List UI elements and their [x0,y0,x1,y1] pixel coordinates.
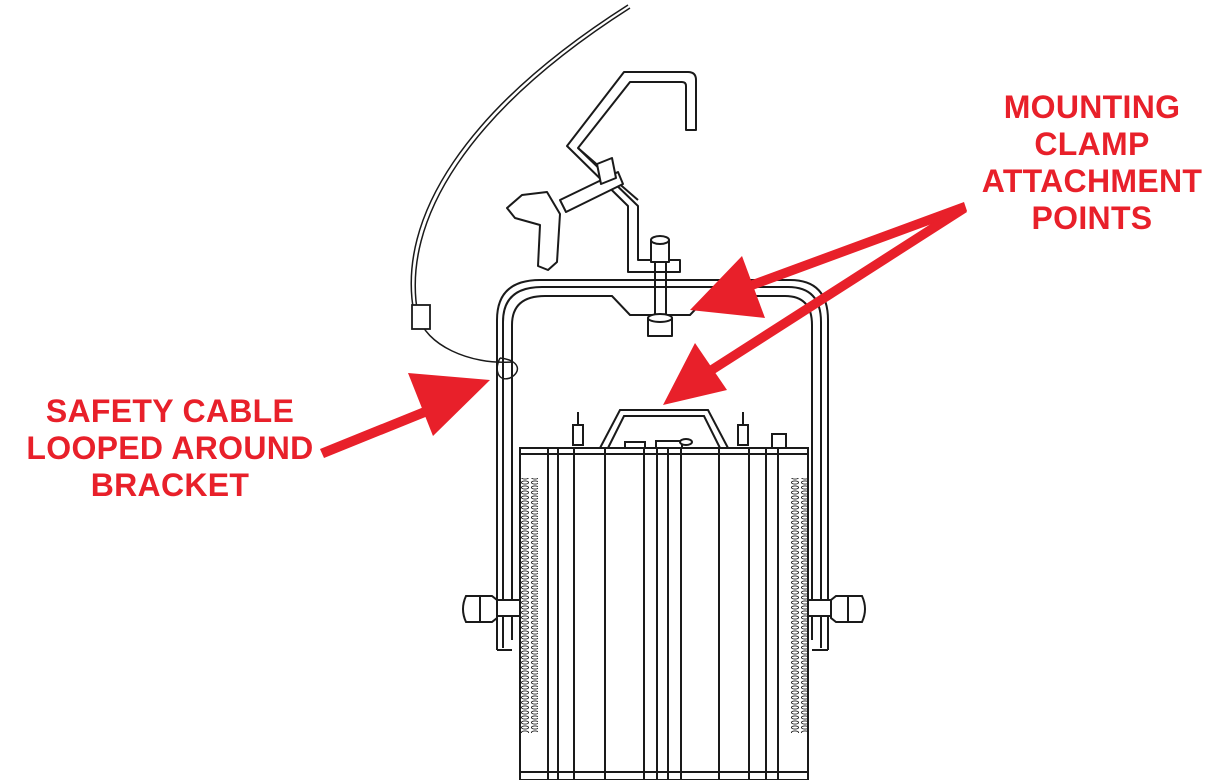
callout-line: ATTACHMENT [981,163,1203,199]
cable-clip [411,304,431,330]
safety-cable-callout: SAFETY CABLE LOOPED AROUND BRACKET [0,393,340,504]
arrow-to-fixture-handle [663,204,967,405]
mounting-clamp-callout: MOUNTING CLAMP ATTACHMENT POINTS [958,89,1225,237]
callout-line: BRACKET [90,467,250,503]
arrow-to-clamp-nut [690,202,967,318]
left-tilt-knob [462,595,521,623]
right-vent-grille [790,478,807,733]
safety-cable [410,4,631,380]
callout-line: MOUNTING [1003,89,1181,125]
callout-line: CLAMP [1034,126,1150,162]
fixture-body [519,409,809,780]
callout-line: LOOPED AROUND [26,430,314,466]
mounting-clamp [506,71,697,337]
left-vent-grille [521,478,538,733]
callout-arrows [320,202,967,458]
right-tilt-knob [807,595,866,623]
callout-line: SAFETY CABLE [45,393,295,429]
callout-line: POINTS [1031,200,1153,236]
arrow-to-safety-cable [320,373,490,458]
